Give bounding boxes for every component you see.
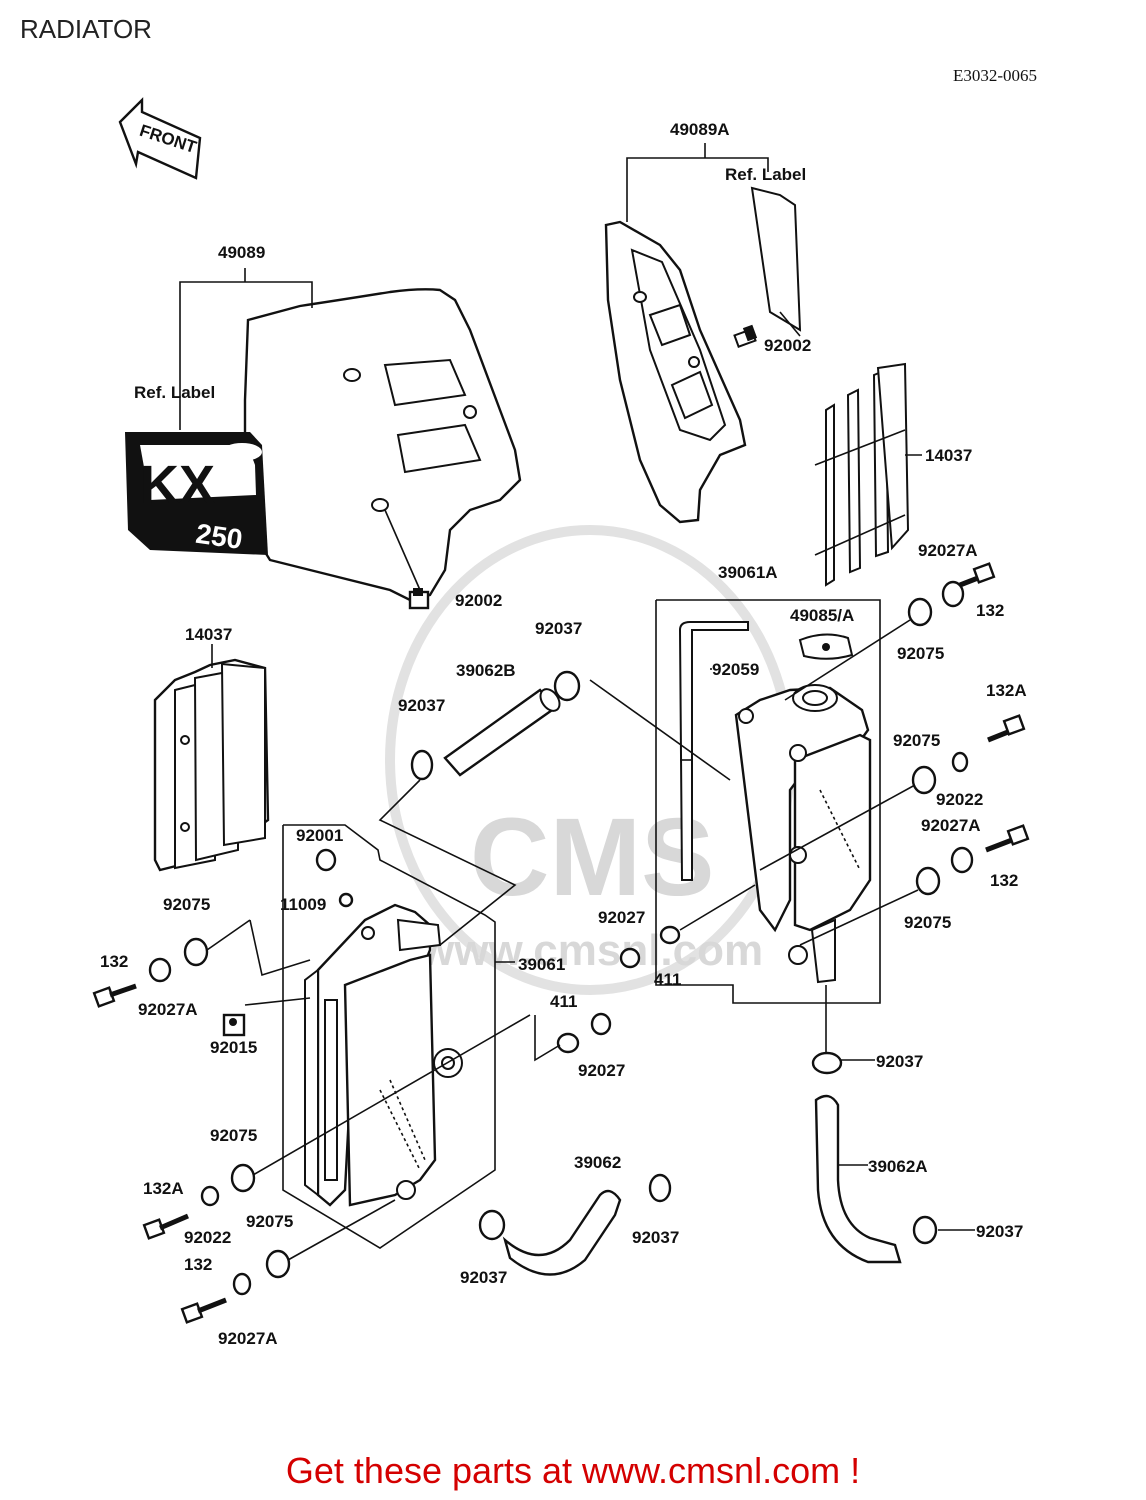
- watermark-url: www.cmsnl.com: [419, 926, 763, 975]
- label-92075-left-2: 92075: [210, 1126, 257, 1145]
- label-92075-left-3: 92075: [246, 1212, 293, 1231]
- label-92059: 92059: [712, 660, 759, 679]
- label-92002-mid: 92002: [455, 591, 502, 610]
- label-132a-right: 132A: [986, 681, 1027, 700]
- label-14037-left: 14037: [185, 625, 232, 644]
- label-39062a: 39062A: [868, 1157, 928, 1176]
- hose-39062a: [814, 1094, 902, 1264]
- label-39061a: 39061A: [718, 563, 778, 582]
- radiator-guard-left: [153, 658, 270, 872]
- label-92037-bottom-right: 92037: [976, 1222, 1023, 1241]
- ref-label-sticker: [750, 186, 802, 332]
- label-92022-right: 92022: [936, 790, 983, 809]
- label-39061: 39061: [518, 955, 565, 974]
- decal-kx: KX: [140, 455, 215, 515]
- label-92075-right-3: 92075: [904, 913, 951, 932]
- fasteners-right: [619, 562, 1030, 969]
- clamp-92037-bottom-right: [912, 1215, 938, 1245]
- label-92027a-left-2: 92027A: [218, 1329, 278, 1348]
- label-14037-right: 14037: [925, 446, 972, 465]
- label-132-right-2: 132: [990, 871, 1018, 890]
- label-132-right-1: 132: [976, 601, 1004, 620]
- overflow-tube: [678, 621, 749, 881]
- label-92037-right: 92037: [876, 1052, 923, 1071]
- front-arrow-icon: FRONT: [118, 97, 202, 180]
- label-92037-hose-left: 92037: [460, 1268, 507, 1287]
- clamp-92037-right: [811, 1051, 843, 1075]
- label-92027-mid: 92027: [598, 908, 645, 927]
- page-title: RADIATOR: [20, 14, 152, 44]
- label-11009: 11009: [280, 895, 326, 914]
- diagram-code: E3032-0065: [953, 66, 1038, 85]
- hose-39062b: [443, 688, 557, 777]
- bolt-92002-mid: [384, 509, 430, 610]
- label-49089a: 49089A: [670, 120, 730, 139]
- label-92075-left-1: 92075: [163, 895, 210, 914]
- label-39062: 39062: [574, 1153, 621, 1172]
- label-92027a-left-1: 92027A: [138, 1000, 198, 1019]
- label-49085a: 49085/A: [790, 606, 854, 625]
- label-39062b: 39062B: [456, 661, 516, 680]
- parts-diagram: CMS www.cmsnl.com FRONT KX 250: [92, 97, 1030, 1348]
- label-411-mid: 411: [654, 970, 681, 989]
- label-92037-left: 92037: [398, 696, 445, 715]
- clamp-92037-hose-left: [478, 1209, 506, 1241]
- label-ref-label-left: Ref. Label: [134, 383, 215, 402]
- radiator-right: [734, 684, 872, 984]
- radiator-guard-right: [814, 362, 910, 587]
- right-shroud: [604, 220, 747, 524]
- label-92037-hose-right: 92037: [632, 1228, 679, 1247]
- label-92075-right-1: 92075: [897, 644, 944, 663]
- label-132-left-1: 132: [100, 952, 128, 971]
- label-92002-top: 92002: [764, 336, 811, 355]
- label-92027a-right-2: 92027A: [921, 816, 981, 835]
- label-92015: 92015: [210, 1038, 257, 1057]
- footer-link[interactable]: Get these parts at www.cmsnl.com !: [285, 1450, 861, 1491]
- label-132-left-2: 132: [184, 1255, 212, 1274]
- left-shroud: [243, 288, 522, 602]
- label-92001: 92001: [296, 826, 343, 845]
- label-92075-right-2: 92075: [893, 731, 940, 750]
- label-92027a-right-1: 92027A: [918, 541, 978, 560]
- clamp-92037-left: [410, 749, 434, 781]
- radiator-left: [304, 903, 463, 1207]
- label-92022-left: 92022: [184, 1228, 231, 1247]
- clamp-92037-top: [553, 670, 581, 702]
- label-49089: 49089: [218, 243, 265, 262]
- label-ref-label-right: Ref. Label: [725, 165, 806, 184]
- watermark-logo: CMS: [470, 796, 714, 919]
- label-92027-low: 92027: [578, 1061, 625, 1080]
- decal-250: 250: [194, 518, 245, 555]
- clamp-92037-hose-right: [648, 1173, 672, 1203]
- bolt-92002-top: [733, 324, 758, 348]
- fasteners-left: [92, 848, 612, 1324]
- kx-250-decal: KX 250: [125, 432, 268, 555]
- label-92037-top: 92037: [535, 619, 582, 638]
- hose-39062: [502, 1189, 622, 1276]
- label-132a-left: 132A: [143, 1179, 184, 1198]
- label-411-low: 411: [550, 992, 577, 1011]
